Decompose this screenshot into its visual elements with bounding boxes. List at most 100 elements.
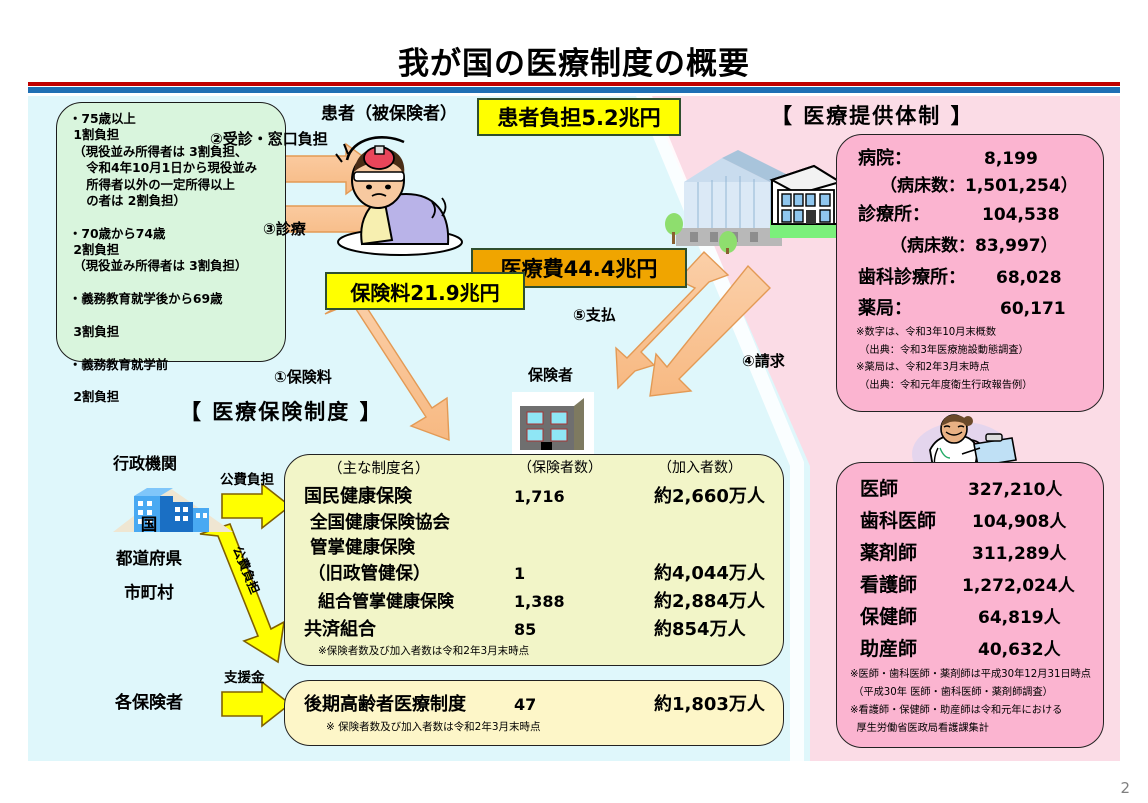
hospital-clinic-icon [665,150,842,254]
each-insurer-label: 各保険者 [115,693,183,713]
patient-burden-text: ・75歳以上 1割負担 （現役並み所得者は 3割負担、 令和4年10月1日から現… [69,111,258,405]
facilities-card [836,134,1104,412]
facility-label: 診療所： [858,204,930,225]
row-insurers: 1,388 [514,592,565,611]
admin-heading: 行政機関 [113,454,178,473]
row-system-name: 国民健康保険 [304,486,412,507]
patient-burden-card: ・75歳以上 1割負担 （現役並み所得者は 3割負担、 令和4年10月1日から現… [56,102,286,404]
header-rule-red [28,82,1120,86]
personnel-value: 40,632人 [978,640,1061,660]
row-system-name: 全国健康保険協会 [310,513,450,533]
table-row: 全国健康保険協会 [310,509,450,534]
row-system-name: （旧政管健保） [308,564,431,584]
table-header-insurers: （保険者数） [518,460,602,476]
row-members: 約1,803万人 [654,694,765,715]
row-system-name: 後期高齢者医療制度 [304,694,466,715]
row-insurers: 1,716 [514,487,565,506]
table-row: 共済組合 85 約854万人 [304,615,746,641]
insurer-building-icon [512,392,594,458]
table-row: 国民健康保険 1,716 約2,660万人 [304,482,765,508]
facility-row: 病院： 8,199 [858,144,1038,170]
facility-row: （病床数：83,997） [890,231,1058,256]
personnel-value: 327,210人 [968,480,1063,500]
step4-label: ④請求 [742,352,785,370]
facility-label: 病院： [858,148,912,169]
diagram-panel: ・75歳以上 1割負担 （現役並み所得者は 3割負担、 令和4年10月1日から現… [28,96,1120,761]
personnel-value: 64,819人 [978,608,1061,628]
callout-medical-cost: 医療費44.4兆円 [471,248,687,288]
callout-premium-text: 保険料21.9兆円 [350,280,500,305]
insurance-table-note: ※保険者数及び加入者数は令和2年3月末時点 [318,645,530,657]
callout-patient-burden: 患者負担5.2兆円 [477,98,681,136]
row-members: 約2,660万人 [654,486,765,507]
personnel-label: 医師 [860,478,899,500]
personnel-label: 保健師 [860,606,918,628]
personnel-label: 歯科医師 [860,510,937,532]
personnel-row: 薬剤師 311,289人 [860,538,1066,565]
facility-row: 歯科診療所： 68,028 [858,263,1062,289]
facility-value: 8,199 [984,149,1038,169]
patient-label: 患者（被保険者） [321,104,457,124]
facility-row: 薬局： 60,171 [858,294,1066,320]
callout-premium: 保険料21.9兆円 [325,272,525,310]
row-system-name: 管掌健康保険 [310,538,415,558]
table-row: 管掌健康保険 [310,534,415,559]
row-system-name: 共済組合 [304,619,376,640]
facility-notes: ※数字は、令和3年10月末概数 （出典：令和3年医療施設動態調査） ※薬局は、令… [856,327,1033,391]
personnel-value: 104,908人 [972,512,1067,532]
row-members: 約4,044万人 [654,563,765,584]
facility-label: （病床数：1,501,254） [880,176,1078,196]
facility-value: 60,171 [1000,299,1066,319]
facility-row: （病床数：1,501,254） [880,171,1078,196]
public-burden-label-1: 公費負担 [220,472,274,488]
elderly-system-note: ※ 保険者数及び加入者数は令和2年3月末時点 [326,721,541,733]
page-number: 2 [1120,779,1130,797]
callout-patient-burden-text: 患者負担5.2兆円 [497,106,661,130]
admin-bodies-text: 国 都道府県 市町村 [116,515,182,602]
callout-medical-cost-text: 医療費44.4兆円 [500,257,658,281]
sick-patient-icon [335,136,463,256]
step1-label: ①保険料 [274,368,332,386]
facility-label: （病床数：83,997） [890,236,1058,256]
row-insurers: 1 [514,564,526,583]
personnel-row: 助産師 40,632人 [860,634,1061,661]
personnel-label: 看護師 [860,574,918,596]
facility-row: 診療所： 104,538 [858,200,1059,226]
support-money-label: 支援金 [224,670,265,686]
personnel-row: 保健師 64,819人 [860,602,1061,629]
elderly-system-card [284,680,784,746]
personnel-row: 看護師 1,272,024人 [860,570,1075,597]
step3-label: ③診療 [263,220,306,238]
table-row: （旧政管健保） 1 約4,044万人 [308,559,765,585]
step5-label: ⑤支払 [573,306,616,324]
table-header-members: （加入者数） [658,460,742,476]
government-buildings-icon [113,488,233,532]
personnel-notes: ※医師・歯科医師・薬剤師は平成30年12月31日時点 （平成30年 医師・歯科医… [850,669,1091,735]
facility-value: 104,538 [982,205,1060,225]
table-row: 後期高齢者医療制度 47 約1,803万人 [304,690,765,716]
table-row: 組合管掌健康保険 1,388 約2,884万人 [318,587,765,613]
row-insurers: 85 [514,620,537,639]
page-title: 我が国の医療制度の概要 [398,46,750,82]
row-insurers: 47 [514,695,537,714]
personnel-row: 医師 327,210人 [860,474,1062,501]
facility-label: 薬局： [858,298,912,319]
table-header-system: （主な制度名） [328,461,430,477]
insurer-label: 保険者 [528,366,574,384]
insurance-systems-card [284,454,784,666]
step2-label: ②受診・窓口負担 [210,130,328,148]
row-members: 約854万人 [654,619,746,640]
facility-value: 68,028 [996,268,1062,288]
row-system-name: 組合管掌健康保険 [318,592,454,612]
personnel-card [836,462,1104,748]
insurance-section-heading: 【 医療保険制度 】 [180,400,383,424]
personnel-label: 助産師 [860,638,918,660]
personnel-row: 歯科医師 104,908人 [860,506,1066,533]
facility-label: 歯科診療所： [858,267,966,288]
personnel-label: 薬剤師 [860,542,918,564]
personnel-value: 1,272,024人 [962,576,1075,596]
header-rule-blue [28,87,1120,93]
row-members: 約2,884万人 [654,591,765,612]
personnel-value: 311,289人 [972,544,1067,564]
provision-section-heading: 【 医療提供体制 】 [771,104,974,128]
